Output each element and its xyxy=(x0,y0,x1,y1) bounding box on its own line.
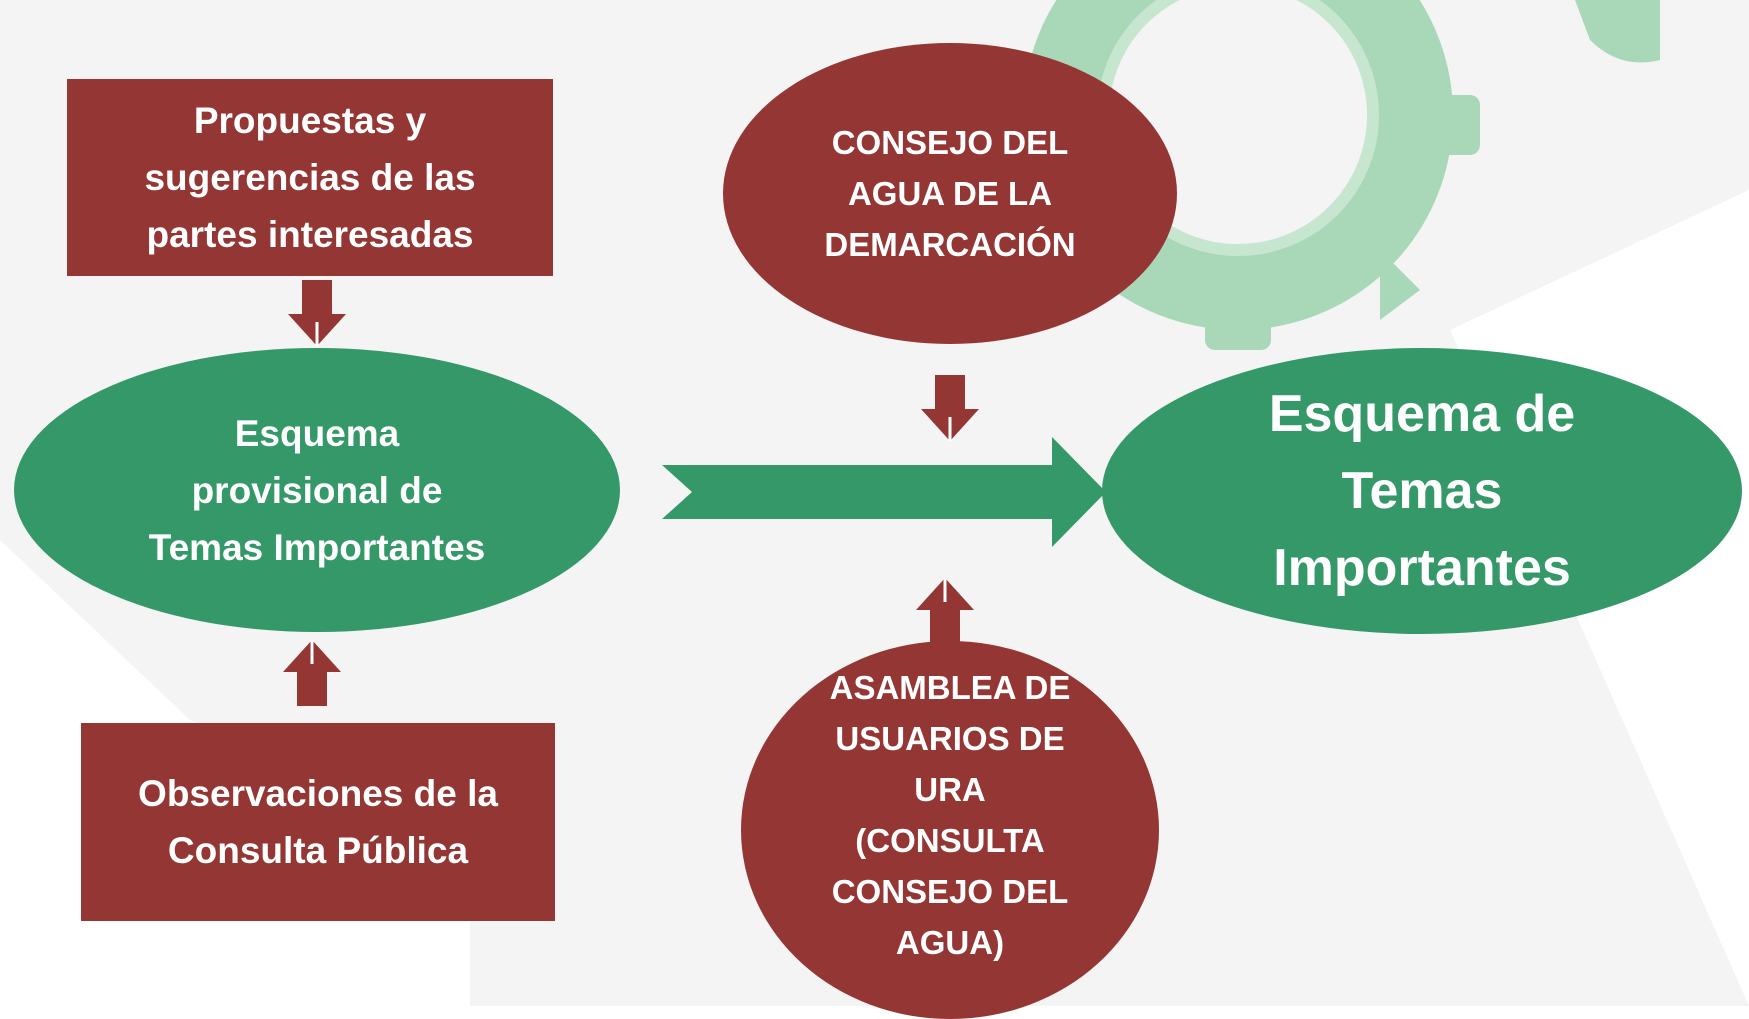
esquema-provisional-ellipse: Esquema provisional de Temas Importantes xyxy=(14,348,620,632)
observaciones-box: Observaciones de la Consulta Pública xyxy=(81,723,555,921)
gear-fragment-icon xyxy=(1575,0,1660,63)
arrow-down-icon xyxy=(921,375,979,441)
arrow-up-icon xyxy=(916,578,974,644)
arrow-up-icon xyxy=(283,640,341,706)
arrow-down-icon xyxy=(288,280,346,346)
chevron-arrow-right-icon xyxy=(662,437,1106,547)
esquema-final-ellipse: Esquema de Temas Importantes xyxy=(1102,348,1742,634)
propuestas-box: Propuestas y sugerencias de las partes i… xyxy=(67,79,553,276)
consejo-ellipse: CONSEJO DEL AGUA DE LA DEMARCACIÓN xyxy=(723,43,1177,344)
asamblea-ellipse: ASAMBLEA DE USUARIOS DE URA (CONSULTA CO… xyxy=(741,641,1159,1019)
